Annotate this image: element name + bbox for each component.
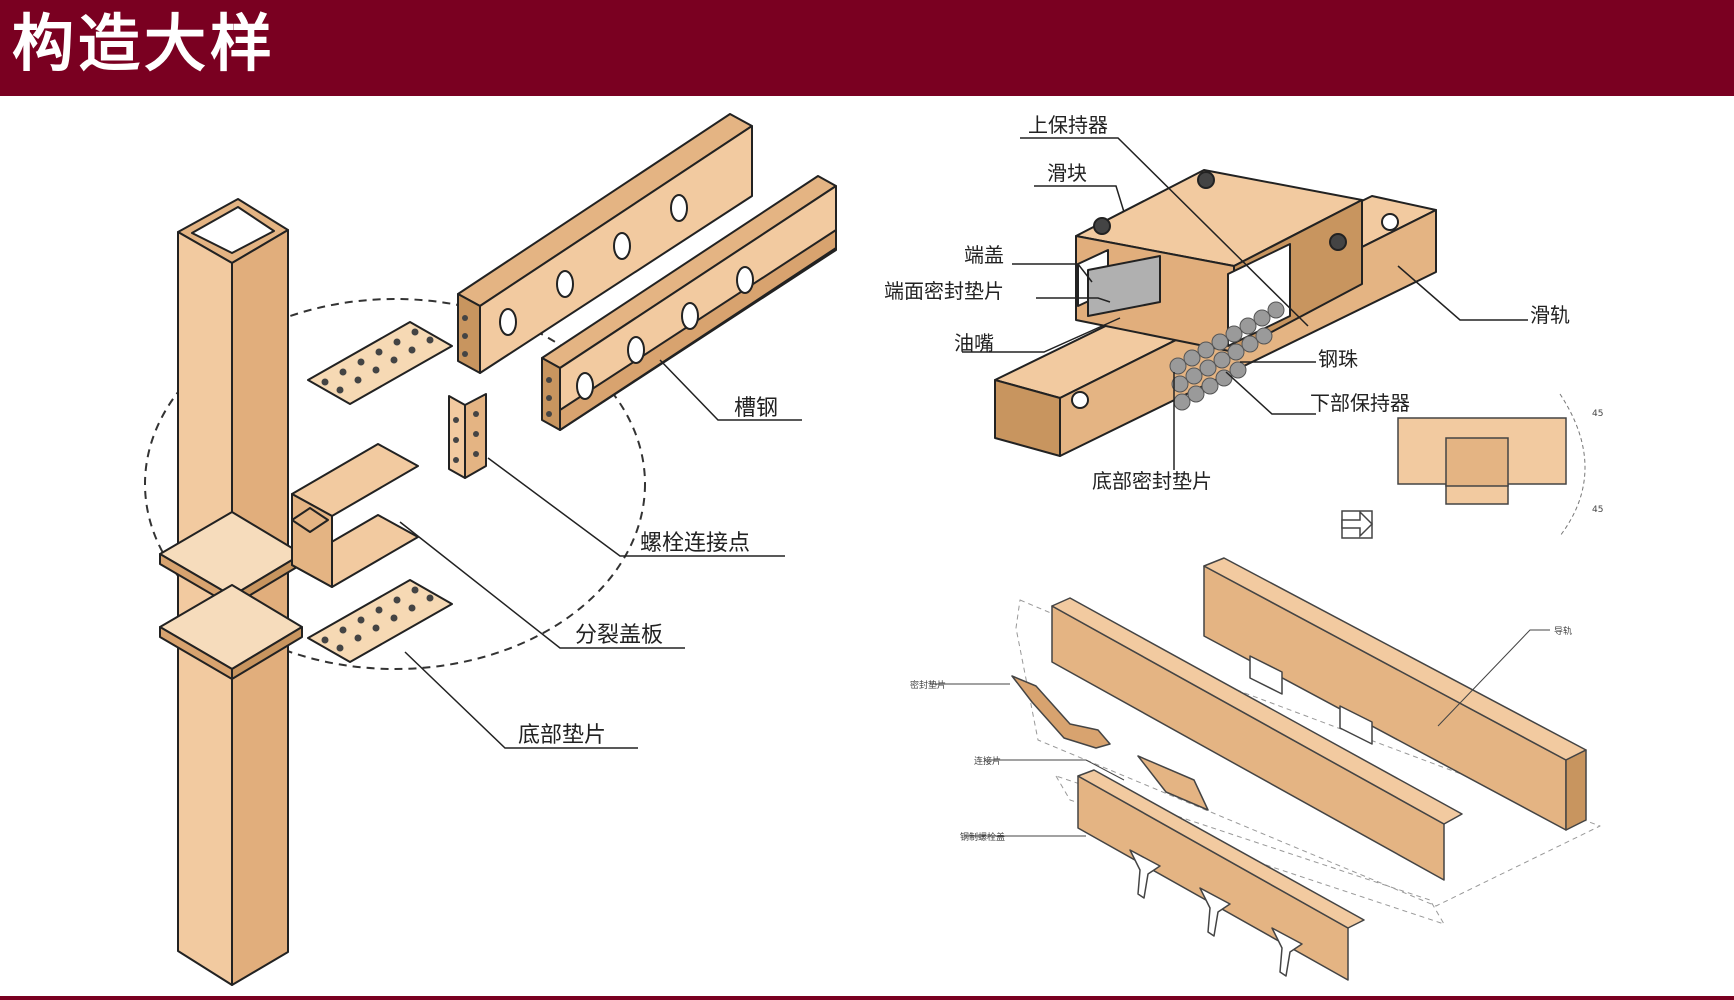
square-column: [159, 198, 303, 986]
label-connector: 连接片: [974, 755, 1001, 767]
bottom-rule: [0, 996, 1734, 1000]
label-rail: 滑轨: [1530, 303, 1570, 327]
label-end-cap: 端盖: [964, 243, 1004, 267]
seal-shim: [1011, 675, 1111, 749]
front-rail: [1077, 769, 1365, 981]
ball-rows: [1169, 301, 1285, 411]
bolt-holes: [321, 315, 552, 652]
page-title: 构造大样: [12, 7, 277, 80]
rail-profile-inset: [1341, 393, 1586, 539]
label-grease-nipple: 油嘴: [954, 331, 994, 355]
block-bolts: [1071, 171, 1399, 409]
label-upper-retainer: 上保持器: [1028, 113, 1108, 137]
guide-rail-assembly: [1011, 557, 1601, 981]
label-lower-retainer: 下部保持器: [1310, 391, 1410, 415]
back-rail: [1203, 557, 1587, 831]
label-split-cover-plate: 分裂盖板: [575, 623, 663, 648]
label-guide-rail: 导轨: [1554, 625, 1572, 637]
label-bolt-cover: 钢制螺栓盖: [960, 831, 1005, 843]
beam-web-holes: [499, 194, 754, 400]
label-end-seal: 端面密封垫片: [884, 279, 1004, 303]
split-cover-plate: [291, 443, 419, 588]
linear-rail-assembly: [994, 169, 1437, 457]
construction-diagram: 槽钢 螺栓连接点 分裂盖板 底部垫片: [144, 113, 1603, 986]
label-seal-shim: 密封垫片: [910, 679, 946, 691]
label-slider-block: 滑块: [1047, 161, 1087, 185]
bolt-connection-angle: [448, 393, 487, 479]
label-bottom-shim: 底部垫片: [518, 723, 606, 748]
label-bottom-seal: 底部密封垫片: [1092, 469, 1212, 493]
rail-leader-lines: [962, 137, 1528, 470]
label-steel-ball: 钢珠: [1318, 347, 1358, 371]
dimension-top: 45: [1592, 409, 1603, 419]
guide-leader-lines: [930, 629, 1550, 837]
channel-steel: [541, 175, 837, 431]
connection-ellipse: [144, 298, 646, 670]
label-bolt-connection: 螺栓连接点: [640, 531, 750, 556]
dimension-bottom: 45: [1592, 505, 1603, 515]
left-leader-lines: [399, 359, 802, 749]
bottom-shim: [307, 321, 453, 663]
header-bar: 构造大样: [0, 0, 1734, 96]
dashed-frames: [1015, 599, 1601, 925]
label-channel-steel: 槽钢: [734, 396, 778, 421]
connector-plate: [1137, 755, 1209, 811]
middle-rail: [1051, 597, 1463, 881]
